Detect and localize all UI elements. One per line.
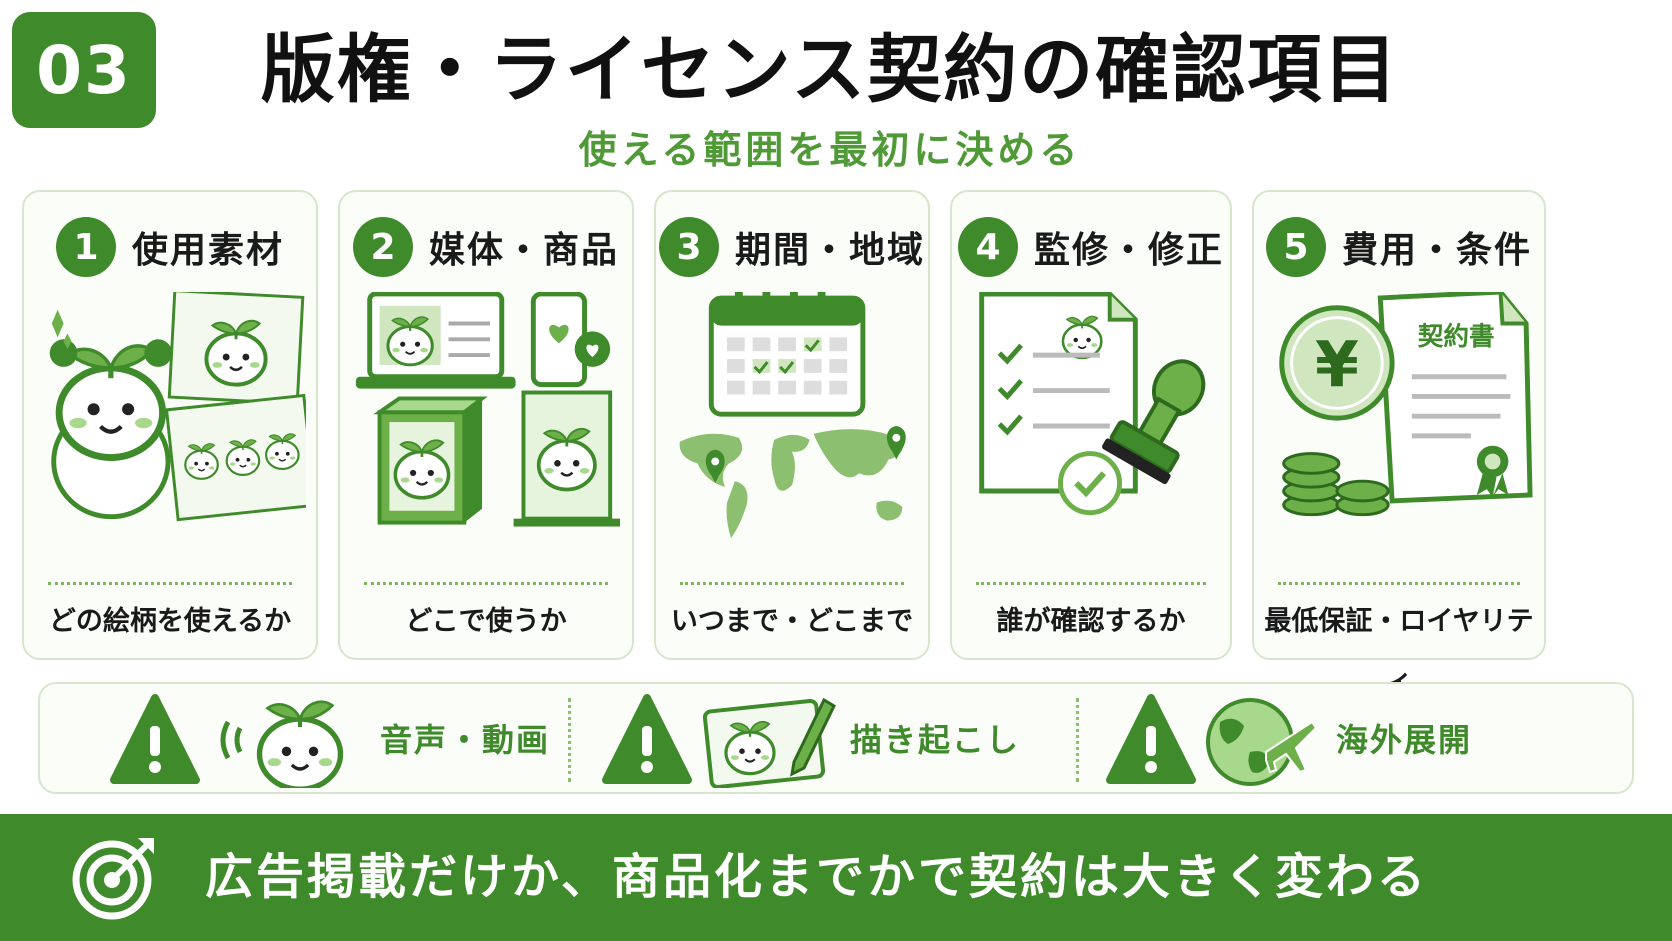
svg-text:¥: ¥: [1315, 328, 1359, 402]
card-divider: [976, 582, 1206, 585]
card-fees-conditions: 5 費用・条件 契約書 ¥: [1252, 190, 1546, 697]
card-title: 監修・修正: [1033, 230, 1224, 271]
card-title: 使用素材: [131, 230, 284, 271]
warning-divider: [568, 698, 571, 782]
card-header: 5 費用・条件: [1254, 216, 1544, 278]
card-period-region: 3 期間・地域: [654, 190, 930, 660]
checklist-cards: 1 使用素材 どの絵柄を使えるか 2 媒体: [22, 190, 1648, 697]
card-header: 4 監修・修正: [952, 216, 1230, 278]
card-media-products: 2 媒体・商品: [338, 190, 634, 660]
page-subtitle: 使える範囲を最初に決める: [578, 128, 1082, 172]
section-number-badge: 03: [12, 12, 156, 128]
footer-message: 広告掲載だけか、商品化までかで契約は大きく変わる: [205, 849, 1429, 905]
card-number: 5: [1265, 217, 1326, 277]
warning-overseas: 海外展開: [1106, 684, 1586, 796]
target-arrow-icon: [72, 838, 154, 920]
warning-label: 音声・動画: [380, 721, 551, 759]
warning-voice-video: 音声・動画: [110, 684, 550, 796]
card-footer-text: どこで使うか: [405, 606, 567, 637]
card-footer-text: 誰が確認するか: [996, 606, 1186, 637]
warning-icon: [602, 692, 692, 788]
contract-label: 契約書: [1418, 321, 1495, 352]
globe-airplane-icon: [1206, 698, 1318, 786]
card-footer-text: どの絵柄を使えるか: [48, 606, 292, 637]
warning-redrawing: 描き起こし: [602, 684, 1042, 796]
warning-label: 描き起こし: [850, 721, 1021, 759]
warning-icon: [1106, 692, 1196, 788]
card-divider: [1278, 582, 1520, 585]
card-divider: [48, 582, 292, 585]
voice-character-icon: [220, 692, 350, 788]
card-header: 2 媒体・商品: [340, 216, 632, 278]
card-number: 1: [55, 217, 116, 277]
caution-bar: 音声・動画 描き起こし 海外展開: [38, 682, 1634, 794]
card-divider: [680, 582, 904, 585]
card-supervision-revision: 4 監修・修正: [950, 190, 1232, 660]
calendar-world-map-icon: [666, 286, 918, 562]
media-devices-icon: [350, 291, 622, 562]
character-artwork-icon: [34, 289, 317, 562]
card-title: 媒体・商品: [428, 230, 619, 271]
drawing-tablet-icon: [702, 697, 836, 788]
card-title: 費用・条件: [1341, 230, 1532, 271]
checklist-stamp-icon: [962, 291, 1220, 562]
warning-label: 海外展開: [1336, 721, 1473, 759]
card-header: 3 期間・地域: [656, 216, 928, 278]
card-number: 2: [352, 217, 413, 277]
card-header: 1 使用素材: [24, 216, 316, 278]
yen-contract-icon: 契約書 ¥: [1264, 289, 1534, 562]
card-number: 4: [957, 217, 1018, 277]
card-divider: [364, 582, 608, 585]
card-materials: 1 使用素材 どの絵柄を使えるか: [22, 190, 318, 660]
warning-divider: [1076, 698, 1079, 782]
card-number: 3: [658, 217, 719, 277]
footer-banner: 広告掲載だけか、商品化までかで契約は大きく変わる: [0, 814, 1672, 941]
card-title: 期間・地域: [734, 230, 925, 271]
warning-icon: [110, 692, 200, 788]
page-title: 版権・ライセンス契約の確認項目: [260, 27, 1400, 113]
card-footer-text: いつまで・どこまで: [670, 606, 914, 637]
card-footer-text: 最低保証・ロイヤリティ: [1264, 606, 1534, 697]
